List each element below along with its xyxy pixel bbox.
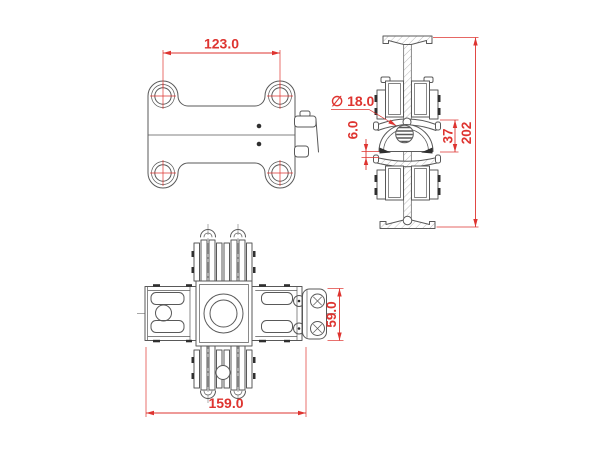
adjustment-slot (150, 292, 185, 305)
lower-pivot-hole (215, 365, 231, 380)
latch-hook (315, 119, 319, 153)
dim-overall-height-label: 202 (459, 122, 474, 145)
bracket-knob (373, 154, 379, 164)
plan-view: 159.0 59.0 (137, 224, 344, 417)
front-view: 123.0 (147, 36, 319, 189)
latch-upper-tab (294, 115, 317, 128)
latch (294, 110, 319, 158)
side-view: 202 37 6.0 ∅ 18.0 (331, 35, 479, 229)
beam-top-flange (382, 35, 433, 45)
dim-plate-hole-spacing: 123.0 (162, 36, 281, 88)
trolley-body (144, 280, 327, 347)
leader-line (331, 109, 397, 126)
beam-bottom-pivot (402, 215, 413, 226)
adjustment-slot (261, 320, 293, 333)
plate-outline (147, 80, 296, 189)
side-plate (429, 169, 439, 200)
dim-gap-label: 6.0 (346, 121, 361, 140)
dim-saddle-height: 37 (440, 119, 459, 153)
dim-body-width: 59.0 (324, 288, 344, 341)
plan-roller-top-left (191, 229, 223, 285)
dim-hole-diameter: ∅ 18.0 (331, 93, 397, 126)
dim-plate-hole-spacing-label: 123.0 (204, 36, 239, 52)
side-plate (376, 89, 386, 120)
dim-saddle-height-label: 37 (441, 128, 456, 143)
rivet-dots (256, 123, 262, 147)
bracket-knob (435, 121, 441, 131)
dim-body-width-label: 59.0 (324, 301, 339, 327)
dim-overall-height: 202 (433, 37, 479, 228)
plan-roller-top-right (223, 229, 256, 285)
left-plate-hole (155, 304, 172, 322)
dim-body-length: 159.0 (145, 347, 307, 417)
side-plate (429, 89, 439, 120)
center-hole-outer (203, 293, 244, 334)
trolley-side (373, 76, 441, 201)
center-hole-inner (209, 299, 238, 328)
bracket-knob (435, 154, 441, 164)
clamp-wedge (421, 147, 433, 154)
upper-rollers (374, 80, 441, 120)
adjustment-slot (261, 292, 293, 305)
dim-hole-diameter-label: ∅ 18.0 (331, 93, 375, 109)
lower-rollers (374, 165, 441, 201)
edge-ticks (153, 284, 290, 343)
bracket-knob (373, 121, 379, 131)
dim-body-length-label: 159.0 (208, 395, 243, 411)
dim-gap: 6.0 (346, 121, 379, 170)
side-plate (376, 169, 386, 200)
clamp-wedge (379, 147, 391, 154)
latch-lower-tab (294, 145, 309, 158)
cap-screws (310, 293, 325, 336)
